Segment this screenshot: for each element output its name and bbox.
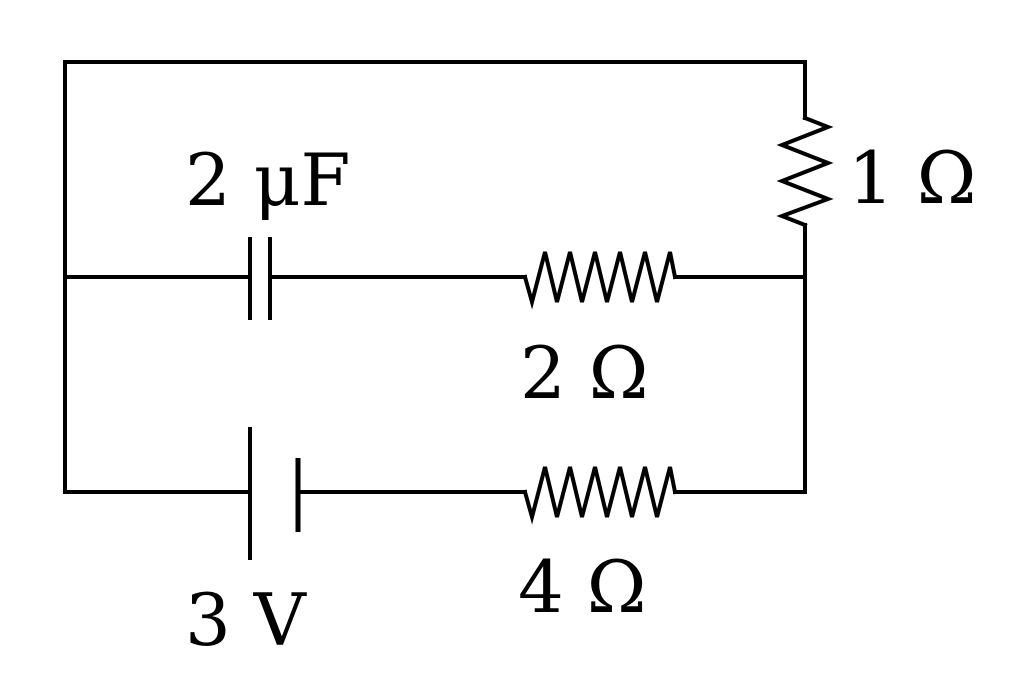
battery-label: 3 V xyxy=(185,578,308,662)
resistor-4-ohm xyxy=(522,466,678,525)
resistor-2-ohm xyxy=(522,251,678,310)
resistor-4-label: 4 Ω xyxy=(518,545,646,629)
resistor-1-ohm xyxy=(776,115,834,228)
wires xyxy=(63,60,807,494)
battery-3v xyxy=(248,427,301,560)
resistor-2-label: 2 Ω xyxy=(520,331,648,415)
capacitor-label: 2 μF xyxy=(185,138,350,222)
capacitor-2uf xyxy=(248,237,272,320)
resistor-1-label: 1 Ω xyxy=(848,136,976,220)
